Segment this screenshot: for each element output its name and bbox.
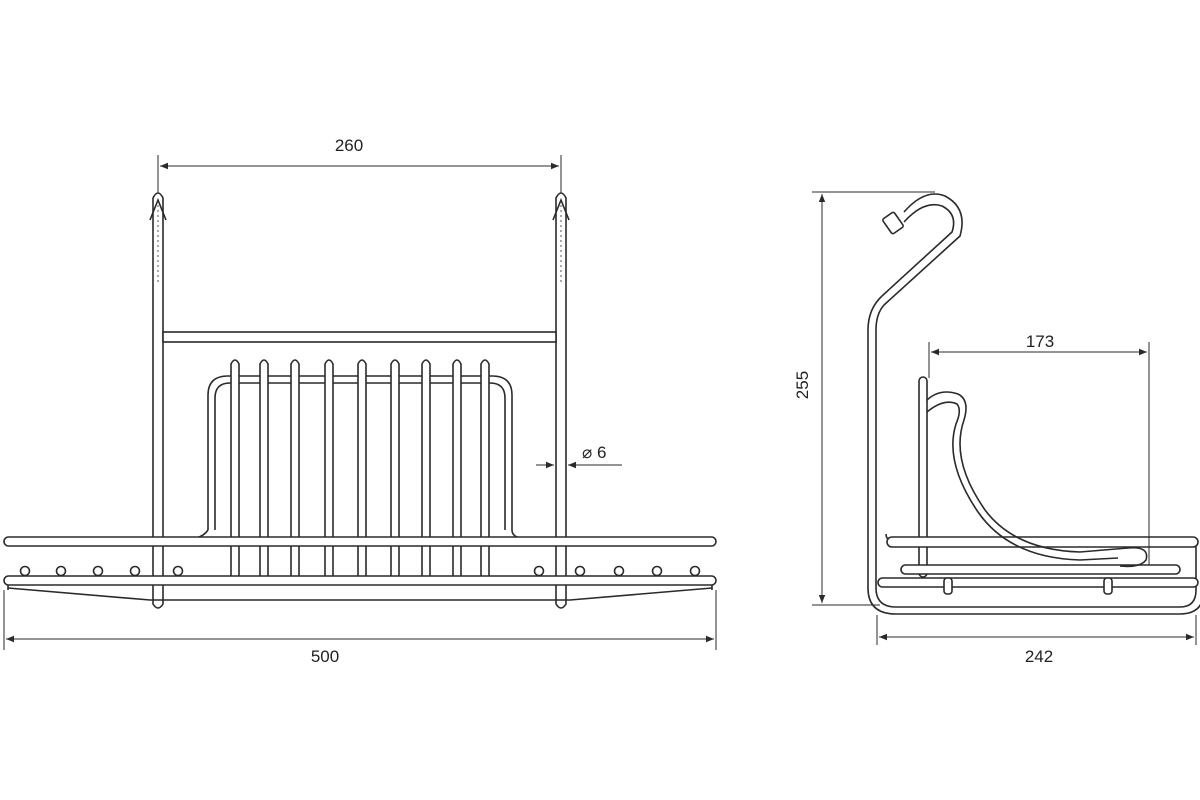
- lower-tray-bar: [3, 575, 717, 586]
- rack-tines: [230, 359, 490, 579]
- dimension-label-173: 173: [1026, 332, 1054, 351]
- main-tray-bar: [3, 536, 717, 547]
- dimension-label-255: 255: [793, 371, 812, 399]
- hook-cap: [882, 211, 904, 235]
- dimension-height: 255: [793, 191, 935, 606]
- top-cross-bar: [162, 331, 557, 343]
- right-upright-post: [552, 192, 570, 609]
- dimension-wire-diameter: ⌀ 6: [536, 443, 622, 469]
- dimension-label-500: 500: [311, 647, 339, 666]
- side-view: 255 173: [793, 191, 1200, 666]
- side-basket: [877, 376, 1199, 595]
- side-hook-frame: [867, 193, 1200, 615]
- left-upright-post: [149, 192, 167, 609]
- tray-bottom-rail: [7, 587, 713, 601]
- front-view: 260: [3, 136, 717, 666]
- dimension-label-diameter: ⌀ 6: [582, 443, 606, 462]
- dimension-top-span: 260: [157, 136, 562, 195]
- dimension-label-242: 242: [1025, 647, 1053, 666]
- dimension-basket-depth: 173: [928, 332, 1150, 565]
- dimension-overall-width: 500: [3, 590, 717, 666]
- basket-curved-rail: [926, 391, 1148, 568]
- dimension-label-260: 260: [335, 136, 363, 155]
- rack-outer-loop: [207, 375, 521, 539]
- dimension-depth: 242: [876, 615, 1197, 666]
